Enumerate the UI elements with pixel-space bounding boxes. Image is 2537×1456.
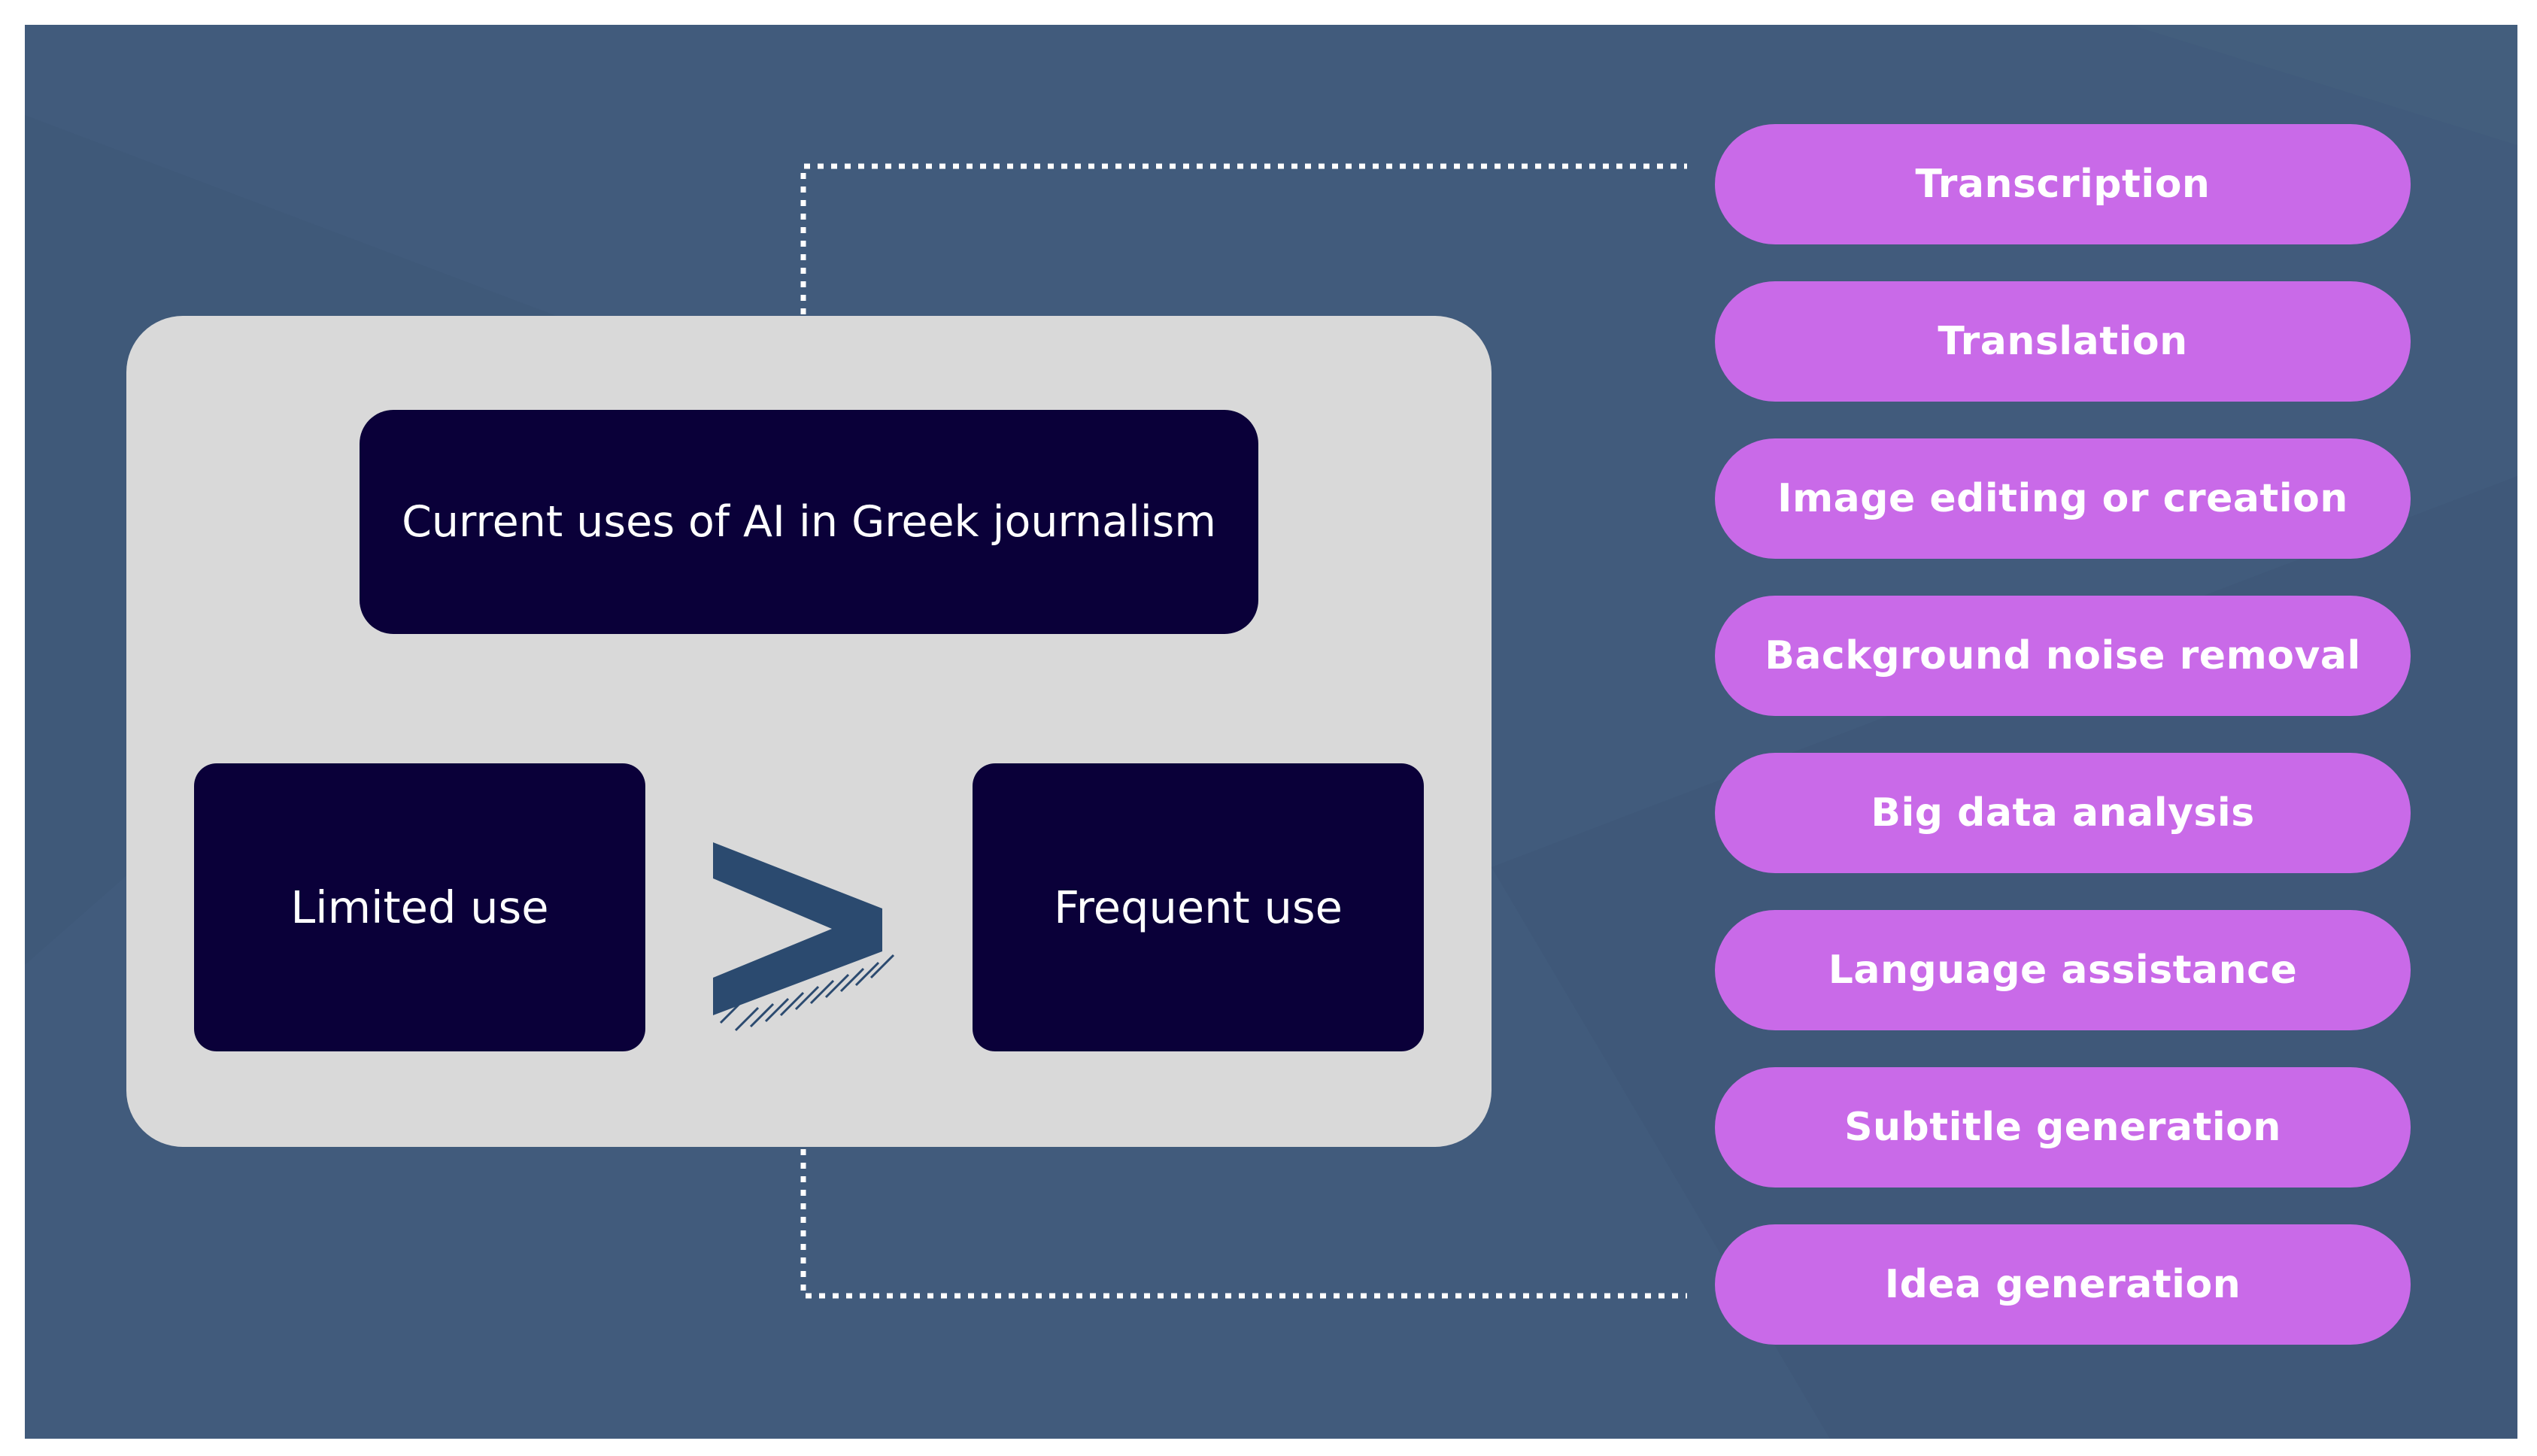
use-pill-label: Big data analysis [1871,790,2255,836]
use-pill-label: Language assistance [1828,948,2298,993]
use-pill-background-noise-removal: Background noise removal [1715,596,2411,716]
use-pill-idea-generation: Idea generation [1715,1224,2411,1345]
diagram-canvas: Current uses of AI in Greek journalism L… [25,25,2517,1439]
use-pill-image-editing: Image editing or creation [1715,438,2411,559]
diagram-title: Current uses of AI in Greek journalism [402,497,1216,547]
use-pill-subtitle-generation: Subtitle generation [1715,1067,2411,1188]
limited-use-label: Limited use [290,881,549,933]
frequent-use-label: Frequent use [1054,881,1343,933]
use-pill-label: Subtitle generation [1844,1105,2281,1150]
use-pill-label: Background noise removal [1765,633,2361,678]
use-pill-label: Translation [1938,319,2188,364]
use-pill-translation: Translation [1715,281,2411,402]
diagram-title-box: Current uses of AI in Greek journalism [360,410,1258,634]
central-panel: Current uses of AI in Greek journalism L… [126,316,1492,1147]
limited-use-box: Limited use [194,763,645,1051]
use-pill-big-data-analysis: Big data analysis [1715,753,2411,873]
use-pill-transcription: Transcription [1715,124,2411,244]
use-pill-label: Idea generation [1884,1262,2241,1307]
use-pill-label: Image editing or creation [1777,476,2348,521]
use-pill-language-assistance: Language assistance [1715,910,2411,1030]
frequent-use-box: Frequent use [973,763,1424,1051]
use-pill-label: Transcription [1915,162,2211,207]
greater-than-icon [713,842,895,1032]
